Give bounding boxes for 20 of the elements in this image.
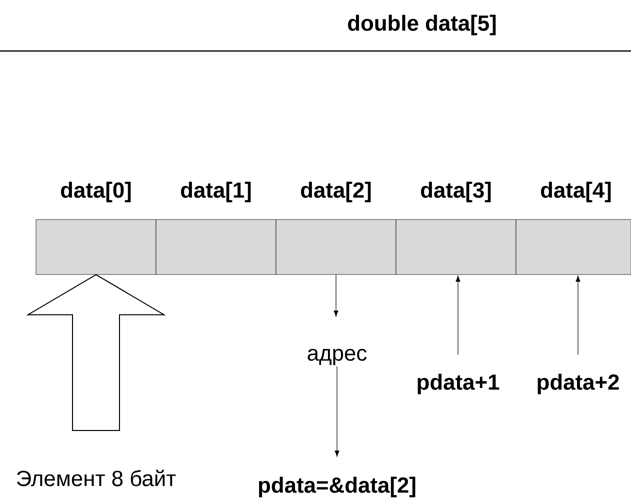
array-cell: data[2] [276, 182, 396, 275]
node-label: data[0] [60, 182, 131, 202]
arrow [576, 276, 580, 355]
text-label: pdata=&data[2] [258, 476, 416, 498]
node-label: data[3] [420, 182, 491, 202]
node-label: data[2] [300, 182, 371, 202]
text-label: Элемент 8 байт [16, 470, 176, 486]
node-label: data[4] [540, 182, 611, 202]
array-cell: data[0] [36, 182, 156, 275]
text-label: pdata+2 [538, 374, 619, 394]
arrow [334, 366, 340, 457]
array-cell: data[4] [516, 182, 631, 275]
title: double data[5] [348, 14, 496, 36]
text-label: pdata+1 [418, 374, 500, 394]
array-cell: data[1] [156, 182, 276, 275]
node-label: data[1] [180, 182, 251, 202]
array-cell: data[3] [396, 182, 516, 275]
text-label: адрес [308, 348, 367, 366]
arrow [456, 276, 460, 355]
arrow [334, 274, 338, 317]
